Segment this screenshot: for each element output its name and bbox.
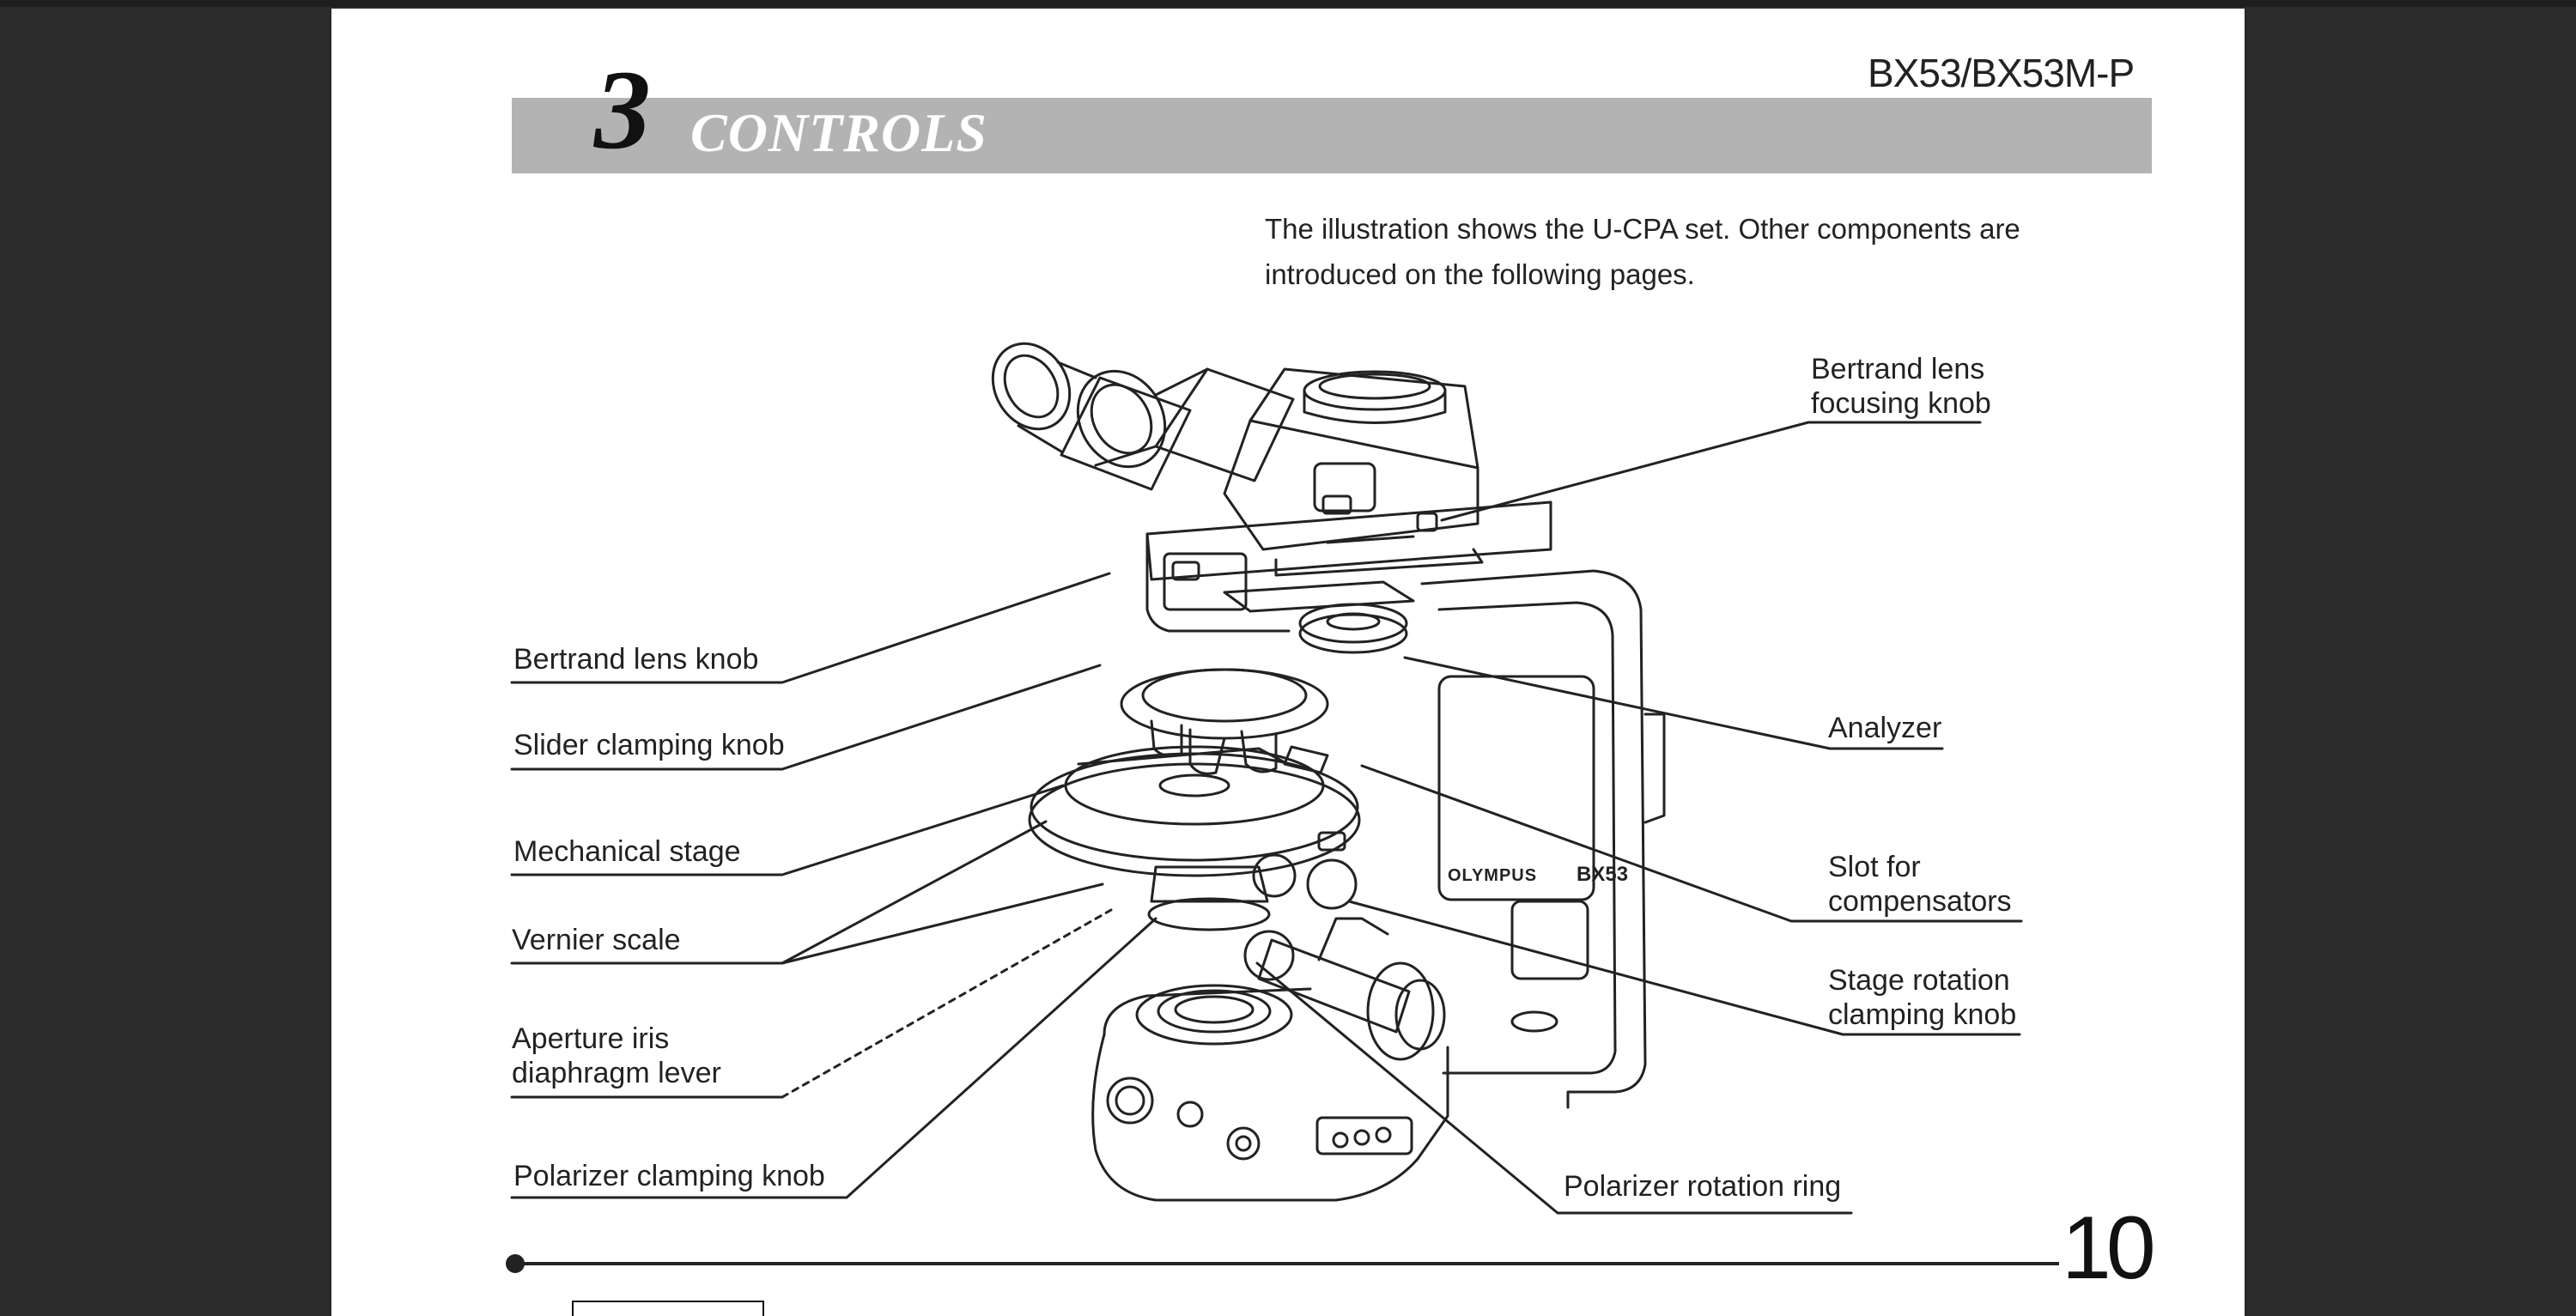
label-slot-2: compensators (1828, 885, 2012, 918)
microscope-body (991, 342, 1666, 1202)
label-mechanical-stage: Mechanical stage (513, 835, 741, 868)
label-polarizer-clamp: Polarizer clamping knob (513, 1160, 825, 1192)
intro-text: The illustration shows the U-CPA set. Ot… (1265, 213, 2020, 290)
cut-off-box (572, 1301, 764, 1316)
viewer-top-bar (0, 0, 2576, 7)
label-polarizer-ring: Polarizer rotation ring (1564, 1170, 1842, 1203)
label-aperture-2: diaphragm lever (512, 1057, 721, 1089)
page-number: 10 (2062, 1198, 2156, 1298)
leader-lines (510, 421, 2023, 1215)
label-stage-rotation-2: clamping knob (1828, 998, 2017, 1031)
label-vernier-scale: Vernier scale (512, 924, 681, 956)
label-bertrand-focus-2: focusing knob (1811, 387, 1991, 420)
model-badge: BX53 (1577, 863, 1628, 886)
label-aperture-1: Aperture iris (512, 1022, 670, 1055)
brand-logo: OLYMPUS (1448, 866, 1537, 885)
label-stage-rotation-1: Stage rotation (1828, 964, 2010, 997)
chapter-number: 3 (594, 46, 651, 173)
label-analyzer: Analyzer (1828, 712, 1942, 744)
label-bertrand-knob: Bertrand lens knob (513, 643, 759, 676)
chapter-title: CONTROLS (690, 102, 987, 163)
document-page: BX53/BX53M-P 3 CONTROLS The illustration… (331, 9, 2245, 1316)
label-bertrand-focus-1: Bertrand lens (1811, 353, 1985, 385)
chapter-header-bar (512, 98, 2152, 173)
model-name: BX53/BX53M-P (1868, 51, 2135, 95)
rule-bullet (506, 1254, 525, 1273)
label-slider-clamp: Slider clamping knob (513, 729, 785, 761)
microscope-illustration: OLYMPUS BX53 (506, 342, 2059, 1273)
label-slot-1: Slot for (1828, 851, 1921, 883)
